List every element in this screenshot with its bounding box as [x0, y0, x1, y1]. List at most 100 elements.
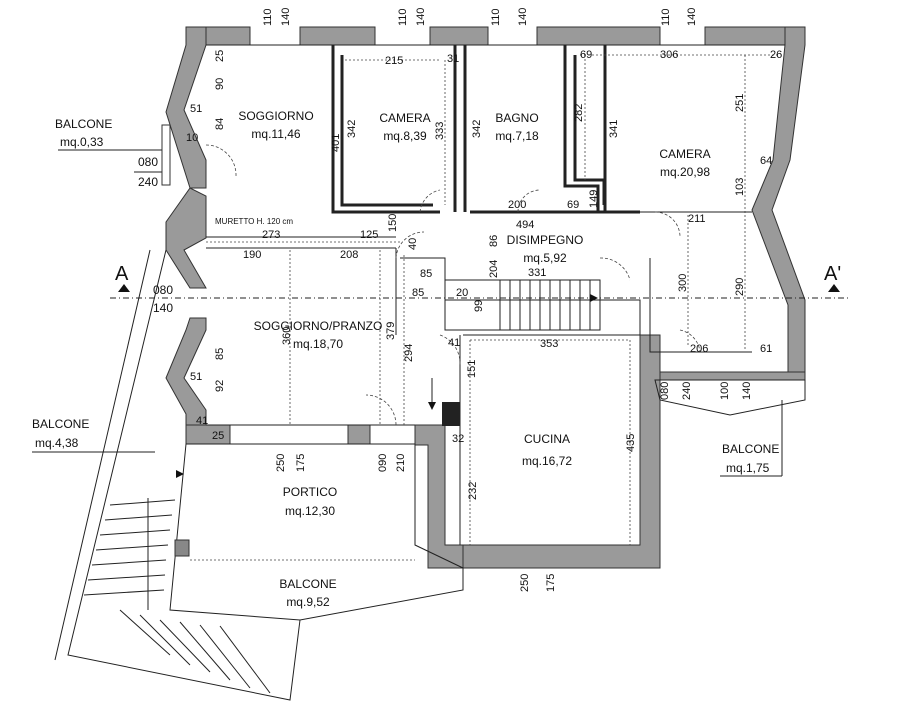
- dim-10: 10: [186, 132, 198, 144]
- dim-top-110a: 110: [262, 8, 274, 26]
- section-label-left: A: [115, 263, 129, 285]
- dim-51a: 51: [190, 103, 202, 115]
- dim-90a: 90: [214, 78, 226, 90]
- room-area-soggiorno-pranzo: mq.18,70: [293, 337, 343, 351]
- dim-294: 294: [403, 344, 415, 362]
- balcone-left-d1: 080: [153, 283, 173, 297]
- dim-125: 125: [360, 229, 378, 241]
- room-name-soggiorno-pranzo: SOGGIORNO/PRANZO: [254, 319, 383, 333]
- dim-282: 282: [573, 104, 585, 122]
- stair-corridor: [444, 279, 601, 331]
- dim-top-140a: 140: [280, 8, 292, 26]
- dim-090: 090: [377, 454, 389, 472]
- dim-435: 435: [625, 434, 637, 452]
- outer-walls: [165, 26, 806, 569]
- dim-206: 206: [690, 343, 708, 355]
- dim-300: 300: [677, 274, 689, 292]
- dim-306: 306: [660, 49, 678, 61]
- room-name-camera-1: CAMERA: [379, 111, 430, 125]
- dim-379: 379: [385, 322, 397, 340]
- dim-41b: 41: [196, 415, 208, 427]
- balcone-top-d1: 080: [138, 155, 158, 169]
- dim-341: 341: [608, 120, 620, 138]
- room-area-balcone-bottom: mq.9,52: [286, 595, 330, 609]
- room-area-soggiorno: mq.11,46: [251, 127, 300, 141]
- dim-top-140d: 140: [686, 8, 698, 26]
- balcone-top-name: BALCONE: [55, 117, 112, 131]
- dim-342b: 342: [471, 120, 483, 138]
- room-name-soggiorno: SOGGIORNO: [238, 109, 313, 123]
- dim-175b: 175: [545, 574, 557, 592]
- dim-99: 99: [473, 300, 485, 312]
- room-name-cucina: CUCINA: [524, 432, 570, 446]
- dim-top-110c: 110: [490, 8, 502, 26]
- dim-210: 210: [395, 454, 407, 472]
- dim-333: 333: [434, 122, 446, 140]
- balcone-right-name: BALCONE: [722, 442, 779, 456]
- dim-26: 26: [770, 49, 782, 61]
- dim-92: 92: [214, 380, 226, 392]
- room-area-camera-1: mq.8,39: [383, 129, 427, 143]
- room-name-bagno: BAGNO: [495, 111, 538, 125]
- dim-250a: 250: [275, 454, 287, 472]
- dimension-guides: [190, 54, 780, 561]
- section-line: [110, 284, 850, 302]
- dim-208: 208: [340, 249, 358, 261]
- dim-401: 401: [330, 134, 342, 152]
- room-area-portico: mq.12,30: [285, 504, 335, 518]
- room-area-bagno: mq.7,18: [495, 129, 539, 143]
- room-area-cucina: mq.16,72: [522, 454, 572, 468]
- dim-140r: 140: [741, 382, 753, 400]
- dim-494: 494: [516, 219, 534, 231]
- dim-360: 360: [281, 327, 293, 345]
- dim-232: 232: [467, 482, 479, 500]
- balcone-right-area: mq.1,75: [726, 461, 770, 475]
- balcone-left-name: BALCONE: [32, 417, 89, 431]
- dim-100r: 100: [719, 382, 731, 400]
- balcone-top-area: mq.0,33: [60, 135, 104, 149]
- dim-85a: 85: [420, 268, 432, 280]
- room-name-portico: PORTICO: [283, 485, 337, 499]
- dim-25b: 25: [212, 430, 224, 442]
- dim-85b: 85: [412, 287, 424, 299]
- dim-25a: 25: [214, 50, 226, 62]
- balcone-left-d2: 140: [153, 301, 173, 315]
- dim-top-110d: 110: [660, 8, 672, 26]
- dim-204: 204: [488, 260, 500, 278]
- balcony-outline: [54, 249, 806, 701]
- balcone-left-area: mq.4,38: [35, 436, 79, 450]
- room-name-balcone-bottom: BALCONE: [279, 577, 336, 591]
- room-name-disimpegno: DISIMPEGNO: [507, 233, 584, 247]
- dim-20: 20: [456, 287, 468, 299]
- dim-150: 150: [387, 214, 399, 232]
- interior-walls: [206, 44, 785, 545]
- dim-273: 273: [262, 229, 280, 241]
- dim-84: 84: [214, 118, 226, 130]
- dim-331: 331: [528, 267, 546, 279]
- dim-103: 103: [734, 178, 746, 196]
- dim-342a: 342: [346, 120, 358, 138]
- dim-top-110b: 110: [397, 8, 409, 26]
- top-dims: 110 140 110 140 110 140 110 140: [262, 8, 698, 26]
- dim-175a: 175: [295, 454, 307, 472]
- door-swings: [205, 144, 701, 426]
- dim-69b: 69: [567, 199, 579, 211]
- dim-86: 86: [488, 235, 500, 247]
- dim-251: 251: [734, 94, 746, 112]
- dim-61: 61: [760, 343, 772, 355]
- dim-190: 190: [243, 249, 261, 261]
- dim-32: 32: [452, 433, 464, 445]
- section-label-right: A': [824, 263, 841, 285]
- dim-64: 64: [760, 155, 772, 167]
- dim-200: 200: [508, 199, 526, 211]
- dim-211: 211: [688, 213, 706, 225]
- dim-top-140b: 140: [415, 8, 427, 26]
- balcone-top-d2: 240: [138, 175, 158, 189]
- dim-40: 40: [407, 238, 419, 250]
- dim-41: 41: [448, 337, 460, 349]
- dim-69a: 69: [580, 49, 592, 61]
- dim-31: 31: [447, 53, 459, 65]
- dim-51b: 51: [190, 371, 202, 383]
- dim-149: 149: [588, 190, 600, 208]
